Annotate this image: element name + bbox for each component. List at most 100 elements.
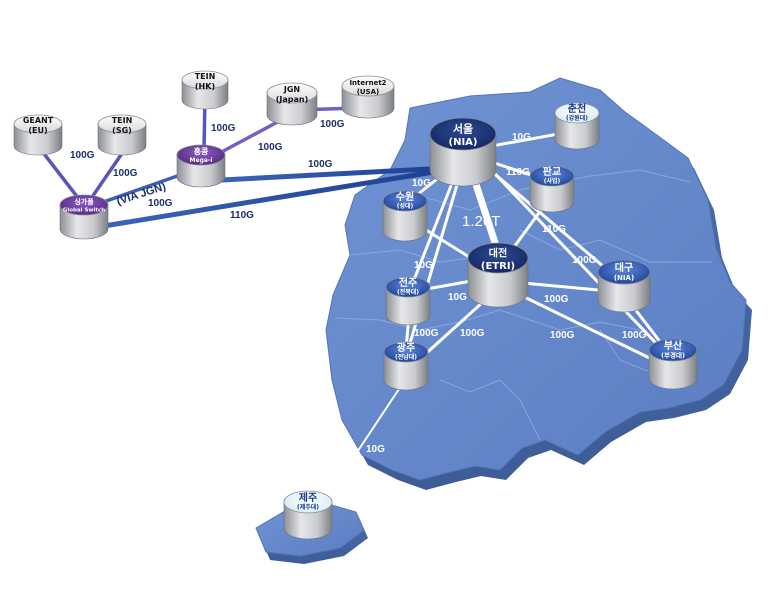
node-subtitle: (부경대) [661, 351, 685, 360]
node-cylinder-top [97, 114, 147, 134]
label-seoul-daegu: 100G [572, 255, 597, 266]
label-suwon-jeonju: 10G [414, 260, 433, 271]
node-cylinder-top [382, 190, 428, 212]
node-cylinder-top [341, 75, 395, 97]
link-teinsg-singapore [88, 151, 125, 201]
node-subtitle: (SG) [112, 126, 132, 135]
node-subtitle: (HK) [195, 82, 215, 91]
node-name: 판교 [543, 165, 561, 178]
node-cylinder-top [385, 276, 431, 298]
link-singapore-seoul [103, 167, 447, 229]
node-seoul: 서울(NIA) [429, 117, 497, 187]
node-name: 싱가폴 [74, 197, 94, 206]
node-cylinder-top [283, 490, 333, 514]
label-jeonju-daejeon: 10G [448, 292, 467, 303]
node-geant: GEANT(EU) [13, 114, 63, 156]
node-daegu: 대구(NIA) [597, 259, 651, 313]
link-daejeon-busan [508, 288, 672, 370]
node-cylinder-top [176, 144, 226, 166]
node-cylinder-body [382, 200, 428, 242]
node-subtitle: (성대) [397, 202, 414, 210]
node-tein-sg: TEIN(SG) [97, 114, 147, 156]
node-subtitle: (강원대) [566, 114, 588, 122]
node-cylinder-top [554, 102, 600, 124]
node-chuncheon: 춘천(강원대) [554, 102, 600, 150]
node-singapore: 싱가폴 Global Switch [59, 194, 109, 240]
label-singapore-seoul: 110G [230, 210, 254, 221]
node-subtitle: (전남대) [395, 353, 417, 361]
label-jgn-hongkong: 100G [258, 142, 283, 153]
node-cylinder-top [59, 194, 109, 216]
node-cylinder-top [383, 341, 429, 363]
province-borders [334, 169, 712, 441]
node-name: JGN [283, 85, 300, 94]
node-subtitle: (Japan) [276, 95, 309, 104]
node-name: 춘천 [568, 102, 586, 115]
node-cylinder-body [383, 351, 429, 391]
label-sg-singapore: 100G [113, 168, 138, 179]
node-name: 제주 [299, 491, 317, 504]
node-name: 부산 [664, 339, 683, 352]
node-cylinder-top [181, 70, 229, 90]
node-cylinder-top [467, 242, 529, 274]
node-name: 대전 [489, 247, 507, 260]
node-suwon: 수원(성대) [382, 190, 428, 242]
node-subtitle: (ETRI) [481, 261, 515, 272]
node-subtitle: (제주대) [297, 503, 319, 511]
node-cylinder-top [648, 338, 698, 362]
node-name: 홍콩 [194, 146, 209, 156]
label-seoul-chuncheon: 10G [512, 132, 531, 143]
label-hk-hongkong: 100G [211, 123, 236, 134]
node-tein-hk: TEIN(HK) [181, 70, 229, 110]
node-name: 전주 [399, 276, 417, 289]
link-seoul-busan [476, 154, 674, 362]
label-hongkong-seoul: 100G [308, 159, 333, 170]
label-jeonju-gwangju: 100G [414, 328, 439, 339]
node-name: TEIN [195, 72, 216, 81]
node-cylinder-top [13, 114, 63, 134]
node-cylinder-top [266, 82, 318, 104]
label-seoul-pangyo: 110G [506, 167, 530, 178]
label-singapore-hongkong: 100G [148, 198, 173, 209]
node-jeonju: 전주(전북대) [385, 276, 431, 326]
label-internet2-jgn: 100G [320, 119, 345, 130]
link-seoul-gwangju [403, 166, 464, 362]
link-geant-singapore [36, 144, 84, 205]
node-subtitle: (사업) [544, 177, 561, 185]
node-name: 수원 [396, 190, 414, 203]
node-subtitle: Global Switch [63, 208, 105, 214]
link-labels: 100G 100G 100G 100G 100G (VIA JGN) 100G … [70, 119, 647, 455]
node-subtitle: Mega-i [190, 157, 213, 164]
node-internet2: Internet2(USA) [341, 75, 395, 119]
node-name: TEIN [112, 116, 133, 125]
nodes: GEANT(EU)TEIN(SG)TEIN(HK)JGN(Japan)Inter… [13, 70, 698, 540]
node-subtitle: (USA) [357, 88, 380, 96]
node-busan: 부산(부경대) [648, 338, 698, 390]
node-subtitle: (NIA) [614, 274, 634, 282]
node-name: 광주 [397, 342, 415, 354]
node-pangyo: 판교(사업) [529, 165, 575, 213]
node-jeju: 제주(제주대) [283, 490, 333, 540]
node-cylinder-body [385, 286, 431, 326]
node-name: Internet2 [349, 79, 386, 87]
node-subtitle: (전북대) [397, 288, 419, 296]
node-cylinder-top [429, 117, 497, 151]
link-seoul-jeonju [408, 166, 460, 292]
korea-map-surface [325, 77, 747, 481]
node-name: 서울 [453, 122, 473, 136]
label-backbone: 1.26T [462, 213, 500, 230]
link-jgn-hongkong [213, 116, 286, 158]
label-geant-sg: 100G [70, 150, 95, 161]
label-daegu-busan: 100G [622, 330, 647, 341]
label-daejeon-busan: 100G [550, 330, 575, 341]
node-name: GEANT [23, 116, 54, 125]
node-subtitle: (NIA) [449, 137, 478, 148]
label-seoul-suwon: 10G [412, 178, 431, 189]
node-name: 대구 [615, 261, 633, 274]
label-pangyo-daejeon: 110G [542, 224, 566, 235]
link-hongkong-seoul [221, 165, 449, 183]
node-daejeon: 대전(ETRI) [467, 242, 529, 308]
node-jgn: JGN(Japan) [266, 82, 318, 126]
node-gwangju: 광주(전남대) [383, 341, 429, 391]
